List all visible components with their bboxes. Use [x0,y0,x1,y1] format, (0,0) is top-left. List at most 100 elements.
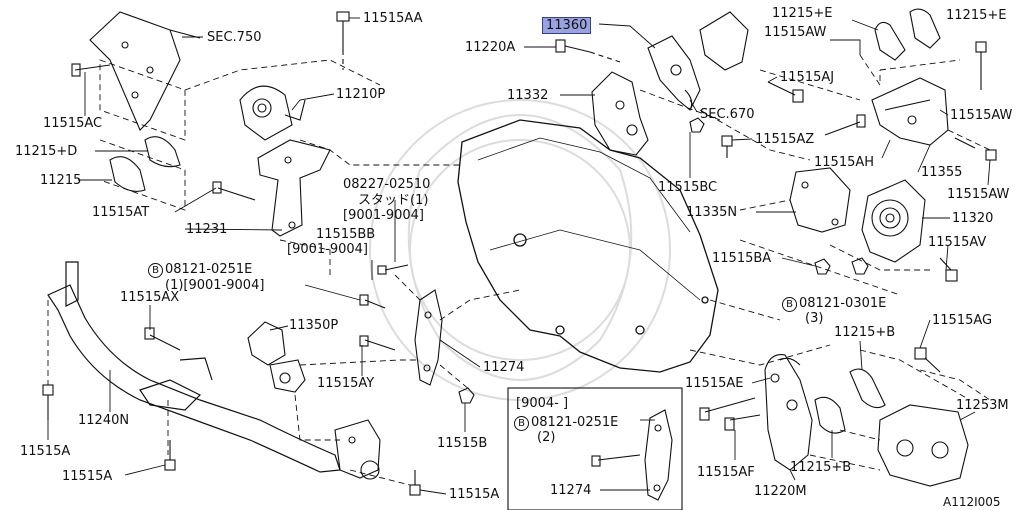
label-stud: スタッド(1) [358,193,429,208]
label-11240n: 11240N [78,413,130,428]
label-11220m: 11220M [754,484,807,499]
label-11220a: 11220A [465,40,516,55]
label-11515az: 11515AZ [755,132,815,147]
bolt-11220a [555,39,621,63]
nut-11515b [458,387,475,404]
label-range-9001-9004-b: [9001-9004] [287,242,369,257]
mount-11220m [764,354,813,471]
label-08227-02510: 08227-02510 [343,177,431,192]
label-11515ah: 11515AH [814,155,875,170]
label-11360-highlighted[interactable]: 11360 [542,17,592,34]
label-11215b-1: 11215+B [834,325,896,340]
insulator-11215e-1 [874,21,906,61]
circled-b-icon: B [782,297,797,312]
label-11515ag: 11515AG [932,313,993,328]
guide-lines-right-top [639,54,991,161]
bolt-11515ag [914,347,941,373]
bolt-11515av [939,257,958,282]
label-11515a-3: 11515A [449,487,500,502]
nut-11515bc [689,117,705,133]
bolts-11515ae-af [699,397,761,431]
label-qty3: (3) [805,311,824,326]
bolt-11515aw-1 [975,41,987,90]
block-11253m [877,404,969,487]
guide-lines-left-low [47,274,521,486]
label-11215e-2: 11215+E [946,8,1007,23]
label-08121-0301e-text: 08121-0301E [799,296,887,311]
label-range-9001-9004-a: [9001-9004] [343,208,425,223]
mount-11320 [861,179,926,263]
guide-lines-left-top [99,59,460,275]
label-11515av: 11515AV [928,235,987,250]
label-11215e-1: 11215+E [772,6,833,21]
label-11231: 11231 [186,222,228,237]
circled-b-icon: B [514,416,529,431]
label-11515bc: 11515BC [658,180,718,195]
bolt-11515aj [767,81,804,103]
label-11320: 11320 [952,211,994,226]
insulator-11215b-1 [849,368,886,409]
label-11515a-1: 11515A [20,444,71,459]
label-11515aj: 11515AJ [780,70,835,85]
label-11515aw-1: 11515AW [764,25,827,40]
crossmember-11240n [47,261,341,473]
mount-11210p [239,85,306,141]
bolt-11515az [721,135,733,158]
label-08121-0251e-b-text: 08121-0251E [531,415,619,430]
label-11515a-2: 11515A [62,469,113,484]
guide-lines-right-mid [709,199,930,321]
label-11210p: 11210P [336,87,386,102]
insulator-11350p [247,321,306,393]
label-sec670: SEC.670 [700,107,755,122]
bolt-11515ac [71,63,111,77]
label-11515at: 11515AT [92,205,150,220]
bolt-11515aa [336,11,350,70]
guide-lines-right-low [689,344,991,471]
label-11515ay: 11515AY [317,376,375,391]
bracket-11355 [871,77,949,146]
label-11515ax: 11515AX [120,290,180,305]
label-08121-0251e-a-text: 08121-0251E [165,262,253,277]
insulator-11215 [109,156,146,192]
label-11253m: 11253M [956,398,1009,413]
bracket-11360 [647,35,701,111]
insulator-11215e-2 [909,8,941,49]
label-11515ba: 11515BA [712,251,772,266]
label-11355: 11355 [921,165,963,180]
label-11515af: 11515AF [697,465,755,480]
label-11515b: 11515B [437,436,488,451]
label-11515ac: 11515AC [43,116,103,131]
bolt-11515at [212,181,256,201]
inset-box [507,387,683,510]
circled-b-icon: B [148,263,163,278]
label-11332: 11332 [507,88,549,103]
bracket-11274-a [414,289,443,386]
label-range-9004: [9004- ] [516,396,569,411]
label-qty1-range: (1)[9001-9004] [165,278,265,293]
engine-block [457,119,719,373]
label-11350p: 11350P [289,318,339,333]
label-11515aw-2: 11515AW [950,108,1013,123]
bolt-11515ah [824,114,866,136]
label-11515bb: 11515BB [316,227,376,242]
insulator-11215b-2 [814,396,846,434]
bolt-11515aw-2 [954,137,997,161]
label-11274-a: 11274 [483,360,525,375]
label-11215b-2: 11215+B [790,460,852,475]
diagram-id: A112I005 [943,495,1001,509]
crossmember-mount-rear [334,419,381,480]
label-11515aa: 11515AA [363,11,423,26]
bracket-11332 [591,71,649,156]
label-11215: 11215 [40,173,82,188]
insulator-11215d [144,136,181,168]
bracket-11335n [789,167,851,233]
label-sec750: SEC.750 [207,30,262,45]
label-11215d: 11215+D [15,144,78,159]
bracket-11231 [257,139,331,237]
label-11515aw-3: 11515AW [947,187,1010,202]
